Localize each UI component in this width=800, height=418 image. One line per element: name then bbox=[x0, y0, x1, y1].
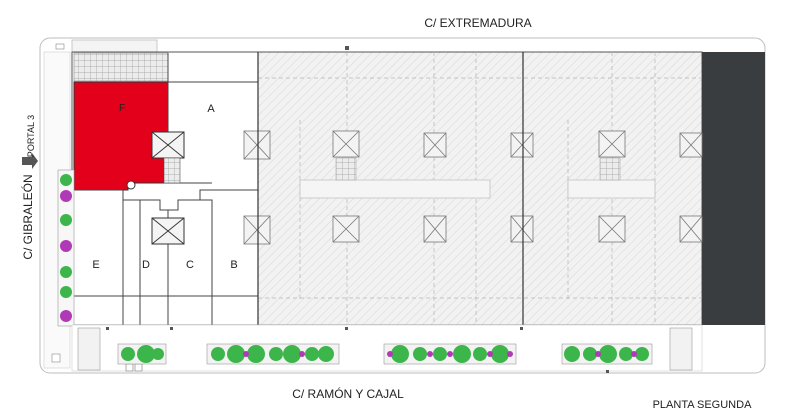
stair-portal bbox=[163, 157, 181, 184]
stair-block-1 bbox=[335, 157, 357, 181]
portal-arrow-icon bbox=[22, 153, 38, 169]
elevator-cross-2 bbox=[151, 217, 185, 245]
unit-label-b: B bbox=[230, 259, 237, 271]
unit-label-a: A bbox=[207, 103, 215, 115]
portal-label: PORTAL 3 bbox=[26, 115, 36, 157]
box-1 bbox=[125, 363, 134, 372]
planters-bottom-trees bbox=[121, 345, 649, 363]
elevator-cross bbox=[151, 131, 185, 159]
ventilation-icon bbox=[126, 180, 136, 190]
terrace-grid bbox=[73, 52, 169, 82]
ramp-right bbox=[669, 327, 693, 371]
unit-label-f: F bbox=[119, 103, 125, 114]
dark-block bbox=[702, 52, 765, 325]
sidewalk-top bbox=[71, 39, 158, 53]
unit-label-e: E bbox=[92, 259, 99, 271]
unit-label-d: D bbox=[142, 259, 150, 271]
planters-bottom-flowers bbox=[243, 351, 637, 357]
column-markers bbox=[106, 46, 609, 373]
floor-label: PLANTA SEGUNDA bbox=[653, 399, 752, 411]
site-marker-bl bbox=[51, 353, 61, 363]
unit-label-c: C bbox=[186, 259, 194, 271]
box-2 bbox=[134, 363, 143, 372]
site-marker-tl bbox=[55, 43, 65, 50]
planter-left-plants bbox=[60, 174, 72, 322]
shafts-hatched bbox=[243, 130, 703, 245]
stair-block-2 bbox=[599, 157, 621, 181]
corridor-block-2 bbox=[567, 179, 656, 199]
corridor-block-1 bbox=[299, 179, 491, 199]
street-top-label: C/ EXTREMADURA bbox=[424, 16, 531, 30]
street-bottom-label: C/ RAMÓN Y CAJAL bbox=[292, 386, 404, 401]
street-left-label: C/ GIBRALEÓN bbox=[20, 174, 35, 259]
ramp-left bbox=[77, 327, 101, 371]
